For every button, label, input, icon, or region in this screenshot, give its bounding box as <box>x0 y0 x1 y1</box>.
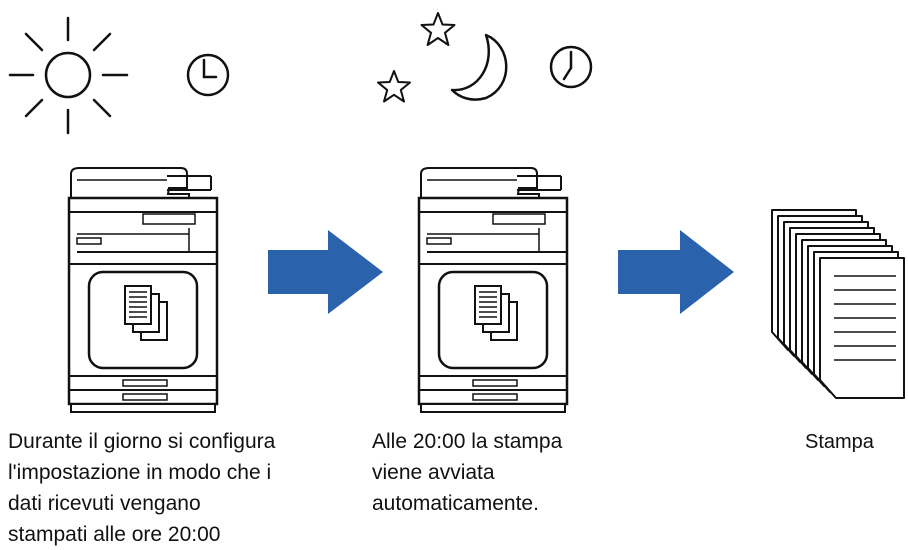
multifunction-printer-night <box>417 166 569 414</box>
multifunction-printer-day <box>67 166 219 414</box>
caption-day-configuration: Durante il giorno si configura l'imposta… <box>8 426 275 550</box>
arrow-right-1 <box>268 230 383 314</box>
caption-night-auto-start: Alle 20:00 la stampa viene avviata autom… <box>372 426 562 519</box>
arrow-right-2 <box>618 230 734 314</box>
caption-line: Stampa <box>805 431 874 453</box>
caption-line: Durante il giorno si configura <box>8 430 276 453</box>
clock-icon <box>549 45 593 89</box>
stacked-pages-icon <box>771 209 905 399</box>
caption-line: Alle 20:00 la stampa <box>372 430 563 453</box>
star-icon-top <box>420 12 456 46</box>
clock-icon <box>186 53 230 97</box>
caption-line: automaticamente. <box>372 492 539 515</box>
caption-print: Stampa <box>805 427 874 458</box>
caption-line: dati ricevuti vengano <box>8 492 201 515</box>
caption-line: l'impostazione in modo che i <box>8 461 272 484</box>
moon-icon <box>450 33 508 101</box>
star-icon-left <box>377 70 411 103</box>
sun-icon <box>8 16 129 135</box>
caption-line: stampati alle ore 20:00 <box>8 523 221 546</box>
caption-line: viene avviata <box>372 461 495 484</box>
